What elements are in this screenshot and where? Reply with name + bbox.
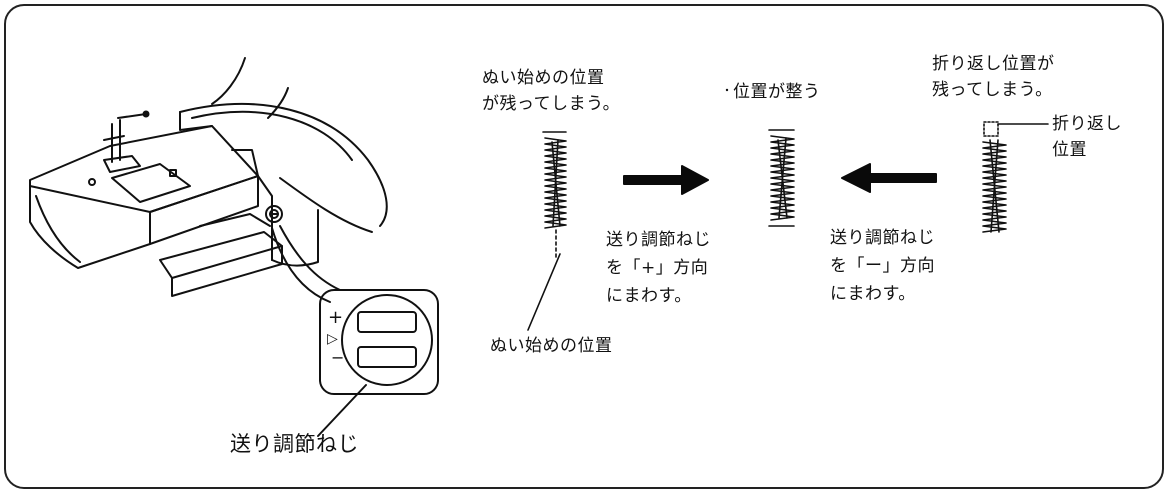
stitch-turn-offset	[982, 121, 1049, 233]
feed-dial-closeup	[317, 289, 439, 437]
dial-plus-symbol: +	[328, 307, 344, 328]
label-feed-screw: 送り調節ねじ	[230, 432, 359, 456]
dial-minus-symbol: −	[331, 348, 345, 367]
diagram-frame	[4, 4, 1164, 489]
label-plus-2: を「+」方向	[606, 258, 709, 278]
label-minus-2: を「ー」方向	[830, 256, 935, 276]
label-turn-remains-2: 残ってしまう。	[932, 80, 1053, 100]
label-turn-position-1: 折り返し	[1052, 114, 1122, 134]
sewing-machine	[29, 57, 388, 303]
stitch-aligned	[768, 129, 795, 227]
label-minus-1: 送り調節ねじ	[830, 228, 935, 248]
dial-arrow-icon: ▷	[327, 331, 339, 347]
stitch-start-offset	[527, 131, 567, 331]
label-plus-1: 送り調節ねじ	[606, 230, 711, 250]
label-start-position: ぬい始めの位置	[490, 336, 613, 356]
label-start-remains-1: ぬい始めの位置	[482, 68, 605, 88]
label-aligned: 位置が整う	[733, 82, 821, 102]
arrow-left	[841, 163, 937, 193]
arrow-right	[623, 165, 709, 195]
label-turn-position-2: 位置	[1052, 140, 1087, 160]
label-start-remains-2: が残ってしまう。	[482, 94, 621, 114]
label-minus-3: にまわす。	[830, 284, 916, 304]
label-plus-3: にまわす。	[606, 286, 692, 306]
label-turn-remains-1: 折り返し位置が	[932, 54, 1055, 74]
